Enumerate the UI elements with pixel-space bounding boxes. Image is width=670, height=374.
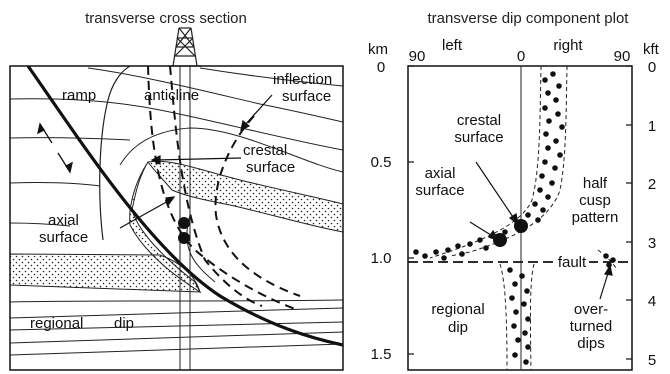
hanging-wall-stippled-bed xyxy=(147,160,343,233)
right-axis-unit: kft xyxy=(643,41,660,58)
kft-tick-3: 3 xyxy=(648,235,656,252)
direction-right: right xyxy=(553,37,583,54)
well-marker-axial xyxy=(178,232,190,244)
derrick-icon xyxy=(168,27,202,67)
inflection-surface-dashed xyxy=(214,115,301,297)
left-axis-unit: km xyxy=(368,41,388,58)
kft-tick-0: 0 xyxy=(648,59,656,76)
fault-line xyxy=(26,66,343,347)
kft-tick-1: 1 xyxy=(648,118,656,135)
well-marker-crestal xyxy=(178,217,190,229)
plot-label-arrows xyxy=(469,161,613,300)
top-tick-center: 0 xyxy=(517,48,525,65)
km-tick-10: 1.0 xyxy=(371,250,392,267)
kft-tick-4: 4 xyxy=(648,293,656,310)
cross-section-panel: transverse cross section xyxy=(9,10,344,371)
plot-label-fault: fault xyxy=(558,254,587,271)
footwall-beds xyxy=(10,299,343,356)
footwall-stippled-bed xyxy=(10,253,201,293)
km-tick-05: 0.5 xyxy=(371,154,392,171)
km-ticks xyxy=(408,65,414,355)
axial-surface-dashed xyxy=(169,66,263,307)
dip-plot-title: transverse dip component plot xyxy=(428,10,630,27)
cross-section-title: transverse cross section xyxy=(85,10,247,27)
kft-tick-5: 5 xyxy=(648,352,656,369)
label-ramp: ramp xyxy=(62,87,96,104)
kft-tick-2: 2 xyxy=(648,176,656,193)
label-arrows xyxy=(119,94,273,229)
slip-arrows xyxy=(37,122,73,174)
top-tick-left: 90 xyxy=(409,48,426,65)
km-tick-15: 1.5 xyxy=(371,346,392,363)
dip-plot-panel: transverse dip component plot km kft lef… xyxy=(368,10,660,371)
label-regional: regional xyxy=(30,315,83,332)
label-anticline: anticline xyxy=(144,87,199,104)
kft-ticks xyxy=(626,65,632,360)
top-tick-right: 90 xyxy=(614,48,631,65)
ramp-fold-curve xyxy=(99,66,131,241)
dip-data-points xyxy=(413,71,616,365)
dip-plot-frame xyxy=(407,65,633,371)
cross-section-frame xyxy=(9,65,344,371)
label-dip: dip xyxy=(114,315,134,332)
km-tick-0: 0 xyxy=(377,59,385,76)
direction-left: left xyxy=(442,37,463,54)
